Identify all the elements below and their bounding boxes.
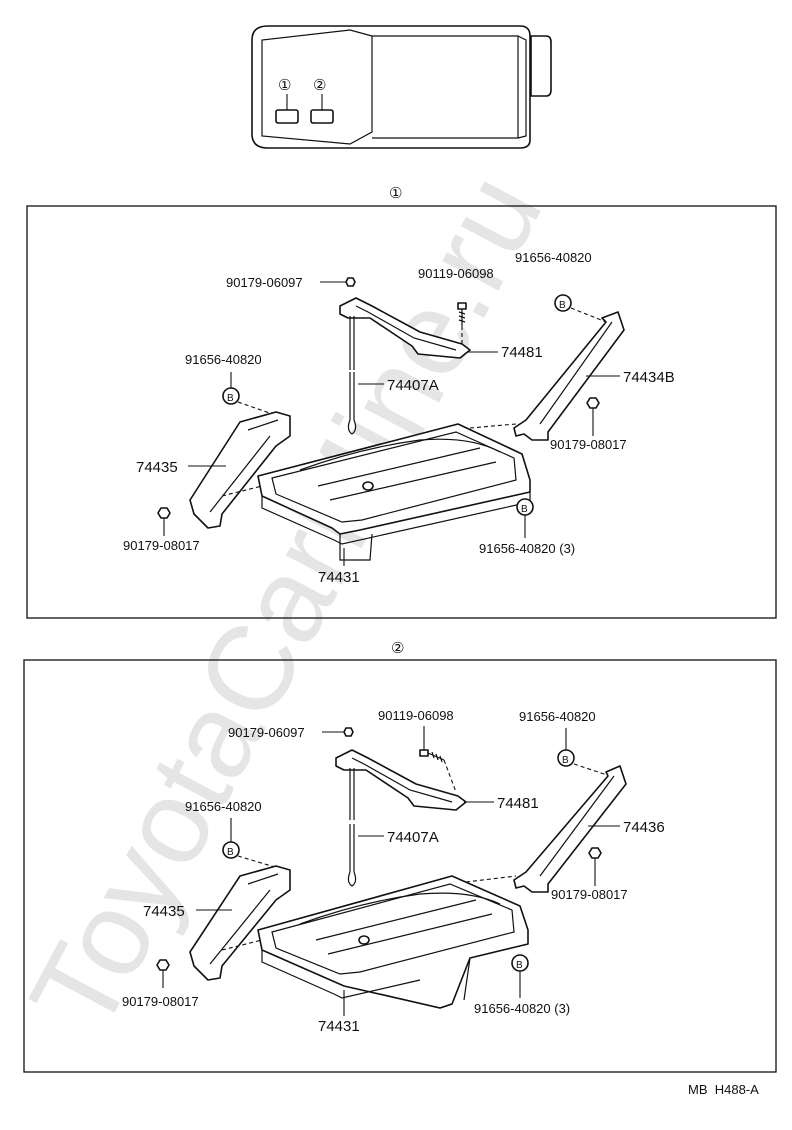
clip-icon: B bbox=[511, 954, 529, 972]
nut-right-label: 90179-08017 bbox=[550, 437, 627, 452]
nut-icon bbox=[157, 507, 171, 519]
clip-top-right-label: 91656-40820 bbox=[519, 709, 596, 724]
clip-left-label: 91656-40820 bbox=[185, 799, 262, 814]
clip-bottom-label: 91656-40820 (3) bbox=[479, 541, 575, 556]
key-diagram: ① ② bbox=[251, 25, 552, 149]
nut-top-label: 90179-06097 bbox=[228, 725, 305, 740]
section-2-frame bbox=[23, 659, 777, 1073]
clip-icon: B bbox=[516, 498, 534, 516]
svg-text:B: B bbox=[562, 755, 569, 766]
left-bracket bbox=[189, 865, 291, 981]
nut-right-label: 90179-08017 bbox=[551, 887, 628, 902]
nut-top-label: 90179-06097 bbox=[226, 275, 303, 290]
clip-icon: B bbox=[557, 749, 575, 767]
svg-text:B: B bbox=[559, 300, 566, 311]
nut-left-label: 90179-08017 bbox=[123, 538, 200, 553]
svg-text:B: B bbox=[516, 960, 523, 971]
clamp-label: 74481 bbox=[497, 795, 539, 812]
hold-down-rod bbox=[347, 768, 357, 887]
right-bracket-label: 74434B bbox=[623, 369, 675, 386]
footer-code: MB H488-A bbox=[688, 1082, 759, 1097]
bolt-top-label: 90119-06098 bbox=[418, 266, 494, 281]
nut-icon bbox=[345, 277, 356, 287]
svg-text:B: B bbox=[227, 393, 234, 404]
clip-bottom-label: 91656-40820 (3) bbox=[474, 1001, 570, 1016]
clamp-bracket bbox=[339, 297, 471, 359]
left-bracket-label: 74435 bbox=[136, 459, 178, 476]
svg-text:B: B bbox=[227, 847, 234, 858]
nut-left-label: 90179-08017 bbox=[122, 994, 199, 1009]
rod-label: 74407A bbox=[387, 829, 439, 846]
section-1: ① 90179-06097 90119-06098 74481 74407A bbox=[26, 185, 777, 619]
nut-icon bbox=[343, 727, 354, 737]
rod-label: 74407A bbox=[387, 377, 439, 394]
battery-tray bbox=[257, 423, 531, 561]
tray-label: 74431 bbox=[318, 1018, 360, 1035]
nut-icon bbox=[156, 959, 170, 971]
key-slot-1-label: ① bbox=[278, 77, 291, 94]
nut-icon bbox=[588, 847, 602, 859]
bolt-icon bbox=[419, 749, 445, 763]
section-1-marker: ① bbox=[389, 185, 402, 202]
svg-text:B: B bbox=[521, 504, 528, 515]
clip-top-right-label: 91656-40820 bbox=[515, 250, 592, 265]
clip-icon: B bbox=[222, 841, 240, 859]
nut-icon bbox=[586, 397, 600, 409]
bolt-icon bbox=[457, 302, 467, 326]
clamp-label: 74481 bbox=[501, 344, 543, 361]
clip-left-label: 91656-40820 bbox=[185, 352, 262, 367]
left-bracket-label: 74435 bbox=[143, 903, 185, 920]
right-bracket bbox=[513, 765, 627, 893]
clamp-bracket bbox=[335, 749, 467, 811]
key-slot-2-label: ② bbox=[313, 77, 326, 94]
tray-label: 74431 bbox=[318, 569, 360, 586]
clip-icon: B bbox=[554, 294, 572, 312]
clip-icon: B bbox=[222, 387, 240, 405]
bolt-top-label: 90119-06098 bbox=[378, 708, 454, 723]
section-2-marker: ② bbox=[391, 640, 404, 657]
hold-down-rod bbox=[347, 316, 357, 435]
battery-tray bbox=[257, 875, 529, 1009]
section-1-frame bbox=[26, 205, 777, 619]
left-bracket bbox=[189, 411, 291, 529]
section-2: ② 90179-06097 90119-06098 74481 74407A bbox=[23, 640, 777, 1073]
right-bracket-label: 74436 bbox=[623, 819, 665, 836]
